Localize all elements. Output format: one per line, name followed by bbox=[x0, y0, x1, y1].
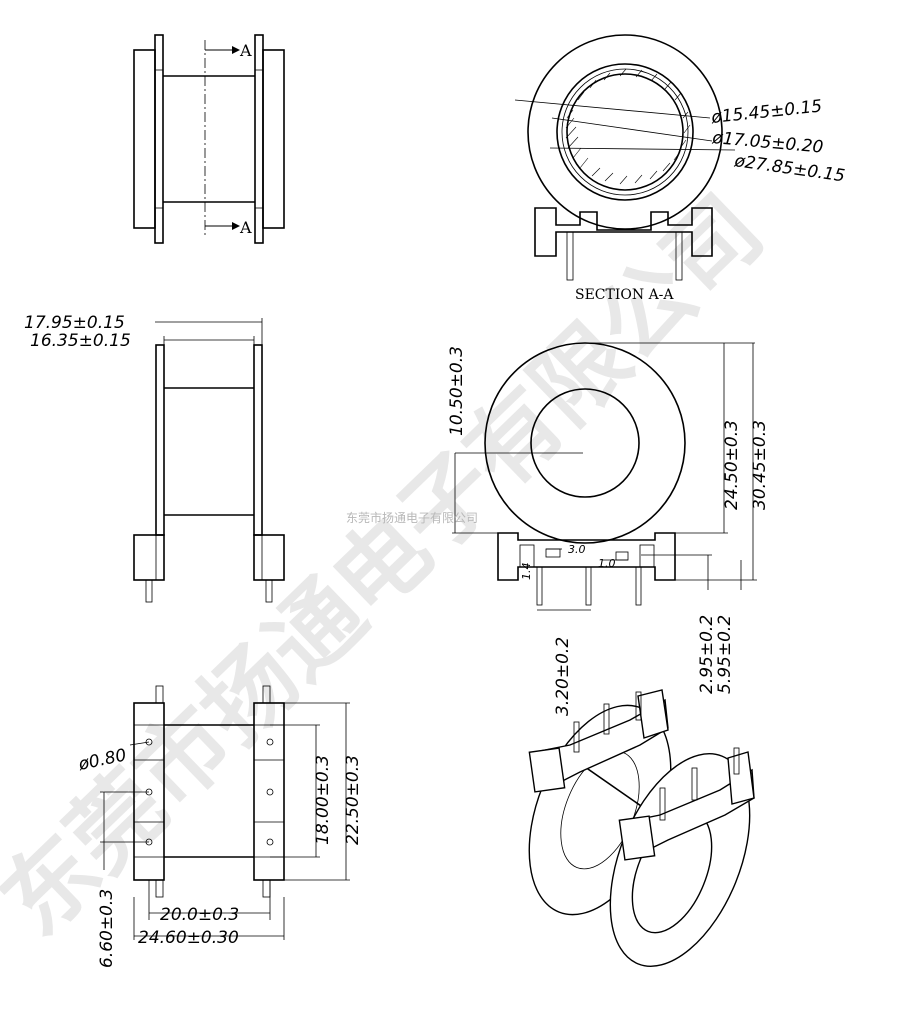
dim-width-inner: 16.35±0.15 bbox=[30, 331, 131, 351]
dim-total-height: 30.45±0.3 bbox=[750, 420, 770, 510]
dim-outer-length: 22.50±0.3 bbox=[343, 755, 363, 845]
section-a-a-view: SECTION A-A ø15.45±0.15 ø17.05±0.20 ø27.… bbox=[514, 34, 846, 303]
section-title: SECTION A-A bbox=[575, 287, 674, 303]
dim-pin-a: 2.95±0.2 bbox=[697, 615, 717, 694]
bottom-view: ø0.80 18.00±0.3 22.50±0.3 6.60±0.3 20.0±… bbox=[76, 685, 363, 968]
dim-diameter-outer: ø27.85±0.15 bbox=[732, 151, 846, 186]
dim-slot-width: 3.0 bbox=[568, 543, 586, 556]
section-mark-top: A bbox=[239, 41, 252, 60]
dim-notch: 1.0 bbox=[598, 557, 616, 570]
section-mark-bottom: A bbox=[239, 218, 252, 237]
isometric-view bbox=[528, 689, 755, 967]
front-section-view: A A bbox=[133, 34, 285, 244]
dim-outer-span: 24.60±0.30 bbox=[138, 928, 239, 948]
dim-slot-depth: 1.4 bbox=[520, 563, 533, 581]
dim-diameter-inner: ø15.45±0.15 bbox=[709, 96, 823, 128]
dim-pin-pitch: 3.20±0.2 bbox=[553, 637, 573, 716]
dim-pin-b: 5.95±0.2 bbox=[715, 615, 735, 694]
dim-center-height: 10.50±0.3 bbox=[447, 346, 467, 436]
dim-width-outer: 17.95±0.15 bbox=[24, 313, 125, 333]
end-view: 10.50±0.3 24.50±0.3 30.45±0.3 3.0 1.4 1.… bbox=[346, 342, 770, 716]
side-view: 17.95±0.15 16.35±0.15 bbox=[24, 313, 285, 603]
dim-diameter-mid: ø17.05±0.20 bbox=[711, 128, 824, 158]
dim-inner-span: 20.0±0.3 bbox=[160, 905, 239, 925]
watermark-small-text: 东莞市扬通电子有限公司 bbox=[346, 510, 478, 525]
dim-inner-length: 18.00±0.3 bbox=[313, 755, 333, 845]
dim-body-height: 24.50±0.3 bbox=[722, 420, 742, 510]
dim-pin-pitch-y: 6.60±0.3 bbox=[97, 889, 117, 968]
